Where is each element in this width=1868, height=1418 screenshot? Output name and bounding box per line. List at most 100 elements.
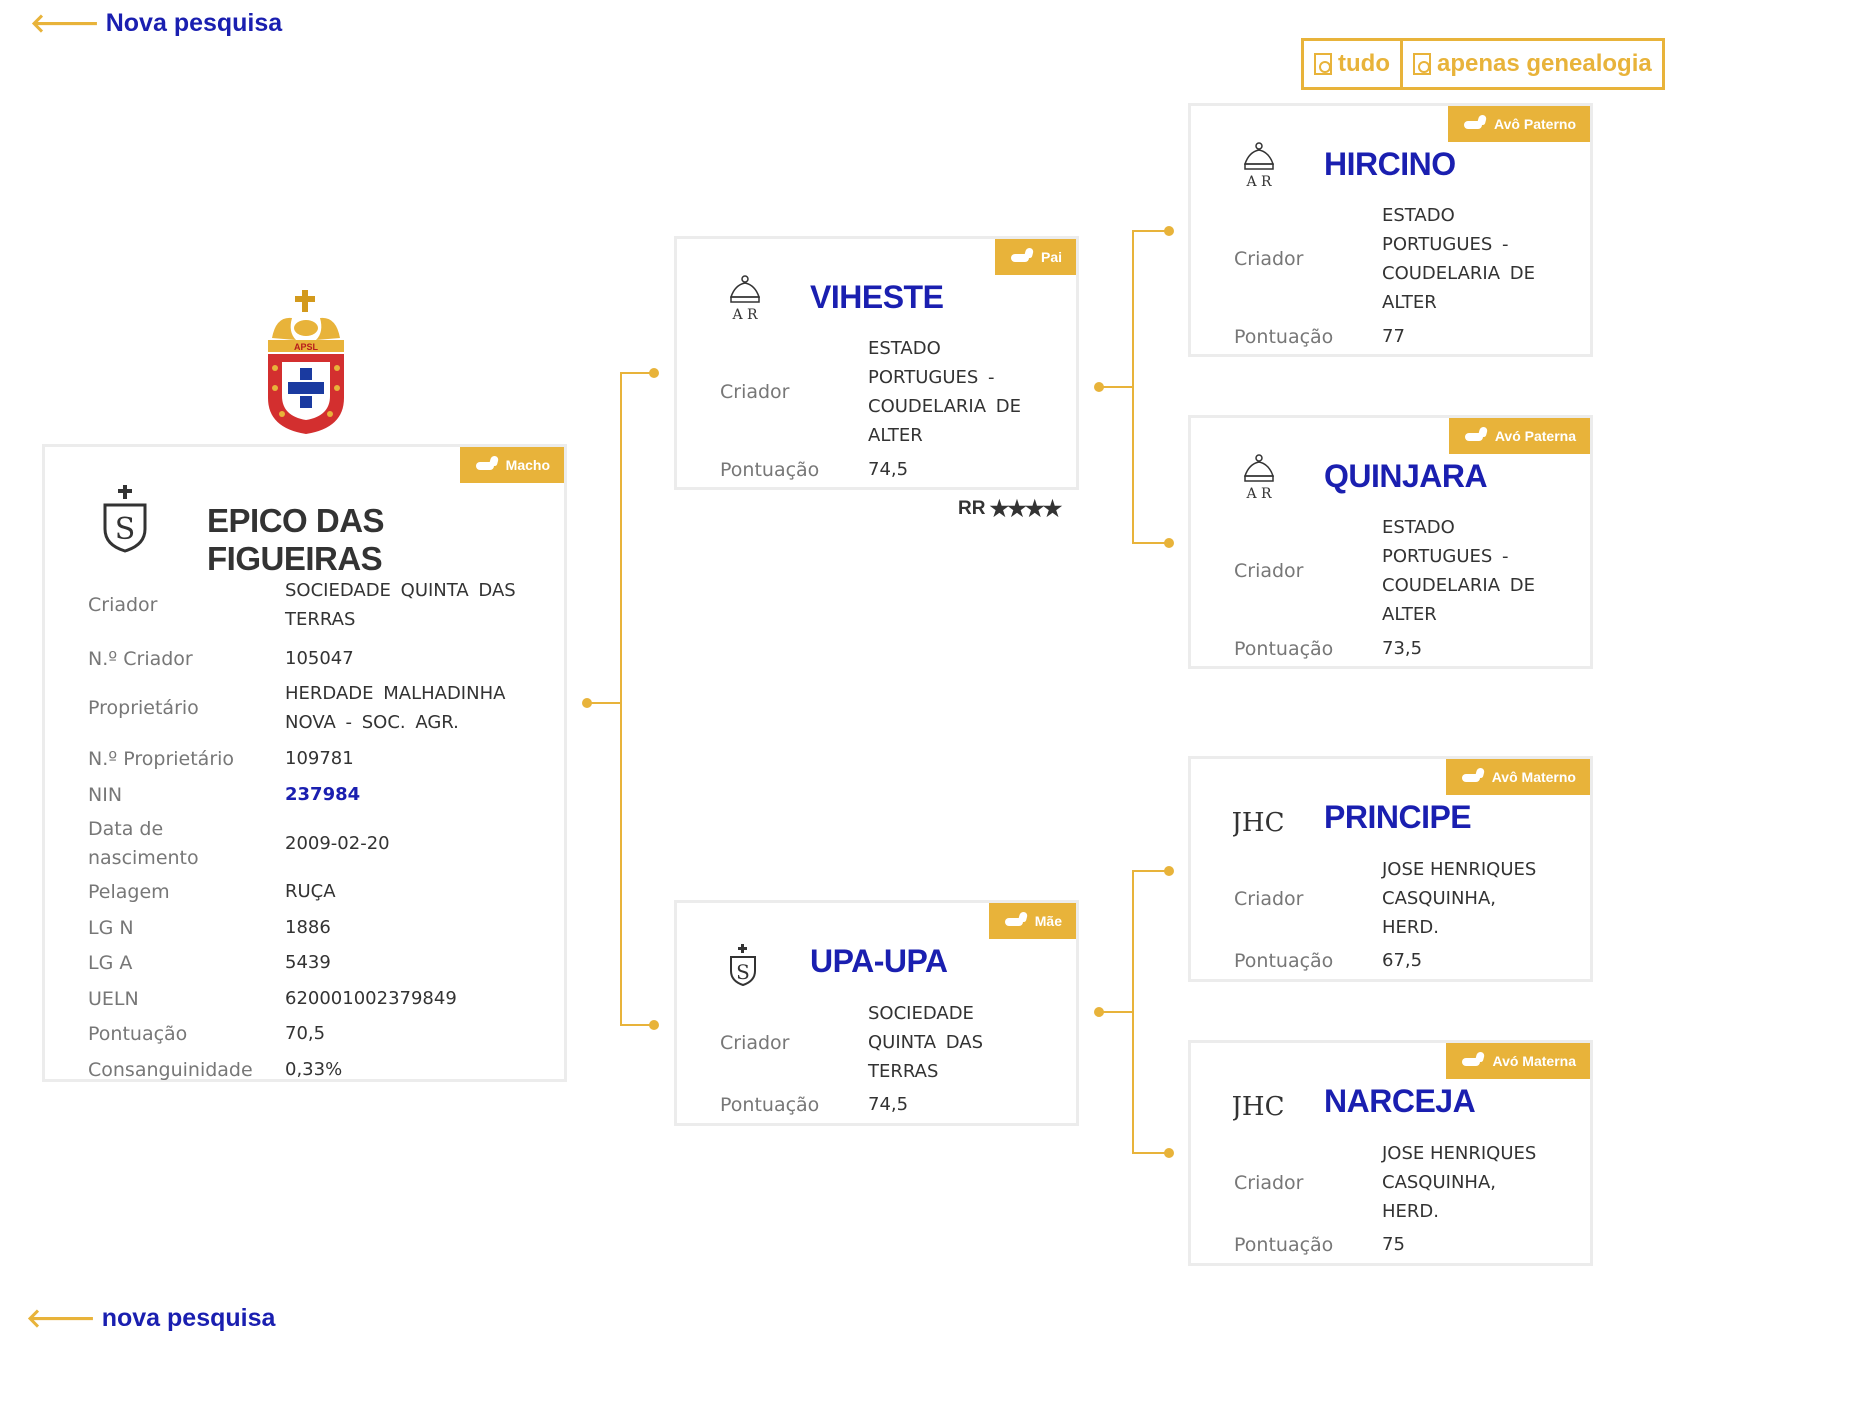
connector-line bbox=[1132, 870, 1168, 872]
arrow-left-icon: 🡐 bbox=[30, 8, 100, 38]
breeder-label: Criador bbox=[720, 381, 790, 403]
apsl-logo: APSL bbox=[262, 288, 350, 436]
maternal-grandfather-badge: Avô Materno bbox=[1445, 759, 1590, 795]
pdf-all-label: tudo bbox=[1338, 50, 1390, 77]
subject-badge-label: Macho bbox=[505, 457, 550, 473]
subject-name: EPICO DAS FIGUEIRAS bbox=[207, 502, 385, 577]
connector-line bbox=[1132, 230, 1134, 544]
score-row: Pontuação 73,5 bbox=[1234, 634, 1574, 663]
connector-dot bbox=[649, 368, 659, 378]
field-label: N.º Criador bbox=[88, 647, 193, 670]
horse-icon bbox=[1460, 768, 1486, 786]
field-value: SOCIEDADE QUINTA DAS TERRAS bbox=[285, 580, 516, 630]
new-search-label: nova pesquisa bbox=[101, 1304, 276, 1332]
breeder-label: Criador bbox=[720, 1031, 790, 1054]
maternal-grandfather-name[interactable]: PRINCIPE bbox=[1324, 799, 1472, 835]
breeder-label: Criador bbox=[1234, 1171, 1304, 1194]
s-shield-brand-icon: S bbox=[99, 483, 151, 555]
field-row: Pontuação 70,5 bbox=[88, 1019, 548, 1048]
pdf-all-button[interactable]: tudo bbox=[1304, 41, 1400, 87]
field-value: 105047 bbox=[285, 648, 354, 669]
jhc-brand-icon: JHC bbox=[1233, 1087, 1283, 1123]
score-label: Pontuação bbox=[1234, 325, 1334, 348]
mother-badge: Mãe bbox=[988, 903, 1076, 939]
paternal-grandmother-badge-label: Avó Paterna bbox=[1494, 428, 1576, 444]
paternal-grandmother-name[interactable]: QUINJARA bbox=[1324, 458, 1488, 494]
svg-text:JHC: JHC bbox=[1233, 808, 1283, 838]
new-search-link-top[interactable]: 🡐 Nova pesquisa bbox=[30, 8, 282, 39]
connector-line bbox=[1100, 1011, 1133, 1013]
connector-dot bbox=[1164, 1148, 1174, 1158]
field-value: 2009-02-20 bbox=[285, 833, 390, 854]
new-search-link-bottom[interactable]: 🡐 nova pesquisa bbox=[26, 1303, 275, 1334]
father-rating: RR ★★★★ bbox=[958, 496, 1062, 522]
score-value: 74,5 bbox=[868, 1094, 909, 1115]
horse-icon bbox=[1003, 912, 1029, 930]
field-value: HERDADE MALHADINHA NOVA - SOC. AGR. bbox=[285, 683, 506, 733]
crown-ar-brand-icon: A R bbox=[727, 275, 763, 323]
score-label: Pontuação bbox=[1234, 949, 1334, 972]
svg-text:S: S bbox=[115, 512, 136, 547]
field-row: N.º Proprietário 109781 bbox=[88, 744, 548, 773]
field-value: 109781 bbox=[285, 748, 354, 769]
svg-text:JHC: JHC bbox=[1233, 1092, 1283, 1122]
score-label: Pontuação bbox=[720, 1093, 820, 1116]
pdf-genealogy-label: apenas genealogia bbox=[1436, 50, 1652, 77]
score-label: Pontuação bbox=[1234, 637, 1334, 660]
horse-icon bbox=[474, 456, 500, 474]
score-row: Pontuação 74,5 bbox=[720, 1090, 1060, 1119]
field-value: 620001002379849 bbox=[285, 988, 457, 1009]
field-row: Consanguinidade 0,33% bbox=[88, 1055, 548, 1084]
nin-link[interactable]: 237984 bbox=[285, 784, 361, 805]
horse-icon bbox=[1009, 248, 1035, 266]
breeder-value: SOCIEDADE QUINTA DAS TERRAS bbox=[868, 1003, 984, 1082]
maternal-grandfather-card[interactable]: Avô Materno JHC PRINCIPE Criador JOSE HE… bbox=[1188, 756, 1593, 982]
connector-dot bbox=[649, 1020, 659, 1030]
arrow-left-icon: 🡐 bbox=[26, 1303, 96, 1333]
field-row: NIN 237984 bbox=[88, 780, 548, 809]
field-row: Data de nascimento 2009-02-20 bbox=[88, 815, 548, 873]
father-card[interactable]: Pai A R VIHESTE Criador ESTADO PORTUGUES… bbox=[674, 236, 1079, 490]
breeder-value: ESTADO PORTUGUES - COUDELARIA DE ALTER bbox=[1382, 205, 1535, 313]
new-search-label: Nova pesquisa bbox=[105, 9, 283, 37]
connector-dot bbox=[1164, 226, 1174, 236]
paternal-grandfather-card[interactable]: Avô Paterno A R HIRCINO Criador ESTADO P… bbox=[1188, 103, 1593, 357]
breeder-value: ESTADO PORTUGUES - COUDELARIA DE ALTER bbox=[868, 338, 1021, 446]
connector-line bbox=[1132, 870, 1134, 1154]
connector-line bbox=[620, 372, 653, 374]
connector-line bbox=[1132, 230, 1168, 232]
score-label: Pontuação bbox=[1234, 1233, 1334, 1256]
score-value: 74,5 bbox=[868, 459, 909, 480]
field-label: Consanguinidade bbox=[88, 1058, 253, 1081]
score-value: 67,5 bbox=[1382, 950, 1423, 971]
crown-ar-brand-icon: A R bbox=[1241, 142, 1277, 190]
paternal-grandfather-name[interactable]: HIRCINO bbox=[1324, 146, 1456, 182]
pdf-genealogy-button[interactable]: apenas genealogia bbox=[1399, 41, 1662, 87]
paternal-grandmother-badge: Avó Paterna bbox=[1448, 418, 1590, 454]
breeder-value: JOSE HENRIQUES CASQUINHA, HERD. bbox=[1382, 1143, 1537, 1222]
connector-dot bbox=[1164, 866, 1174, 876]
connector-line bbox=[1100, 386, 1133, 388]
score-row: Pontuação 67,5 bbox=[1234, 946, 1574, 975]
score-label: Pontuação bbox=[720, 458, 820, 481]
breeder-row: Criador ESTADO PORTUGUES - COUDELARIA DE… bbox=[1234, 201, 1574, 317]
breeder-label: Criador bbox=[1234, 248, 1304, 270]
s-brand-icon: S bbox=[727, 943, 759, 987]
father-name[interactable]: VIHESTE bbox=[810, 279, 944, 315]
horse-icon bbox=[1463, 427, 1489, 445]
connector-line bbox=[1132, 542, 1168, 544]
breeder-row: Criador SOCIEDADE QUINTA DAS TERRAS bbox=[720, 999, 1060, 1086]
maternal-grandmother-card[interactable]: Avó Materna JHC NARCEJA Criador JOSE HEN… bbox=[1188, 1040, 1593, 1266]
maternal-grandmother-badge-label: Avó Materna bbox=[1492, 1053, 1576, 1069]
pdf-file-icon bbox=[1412, 53, 1431, 75]
field-row: LG A 5439 bbox=[88, 948, 548, 977]
paternal-grandmother-card[interactable]: Avó Paterna A R QUINJARA Criador ESTADO … bbox=[1188, 415, 1593, 669]
maternal-grandfather-badge-label: Avô Materno bbox=[1491, 769, 1576, 785]
apsl-logo-text: APSL bbox=[294, 342, 319, 352]
svg-text:A R: A R bbox=[1245, 174, 1272, 190]
svg-text:A R: A R bbox=[1245, 486, 1272, 502]
mother-name[interactable]: UPA-UPA bbox=[810, 943, 948, 979]
connector-dot bbox=[582, 698, 592, 708]
maternal-grandmother-name[interactable]: NARCEJA bbox=[1324, 1083, 1476, 1119]
mother-card[interactable]: Mãe S UPA-UPA Criador SOCIEDADE QUINTA D… bbox=[674, 900, 1079, 1126]
